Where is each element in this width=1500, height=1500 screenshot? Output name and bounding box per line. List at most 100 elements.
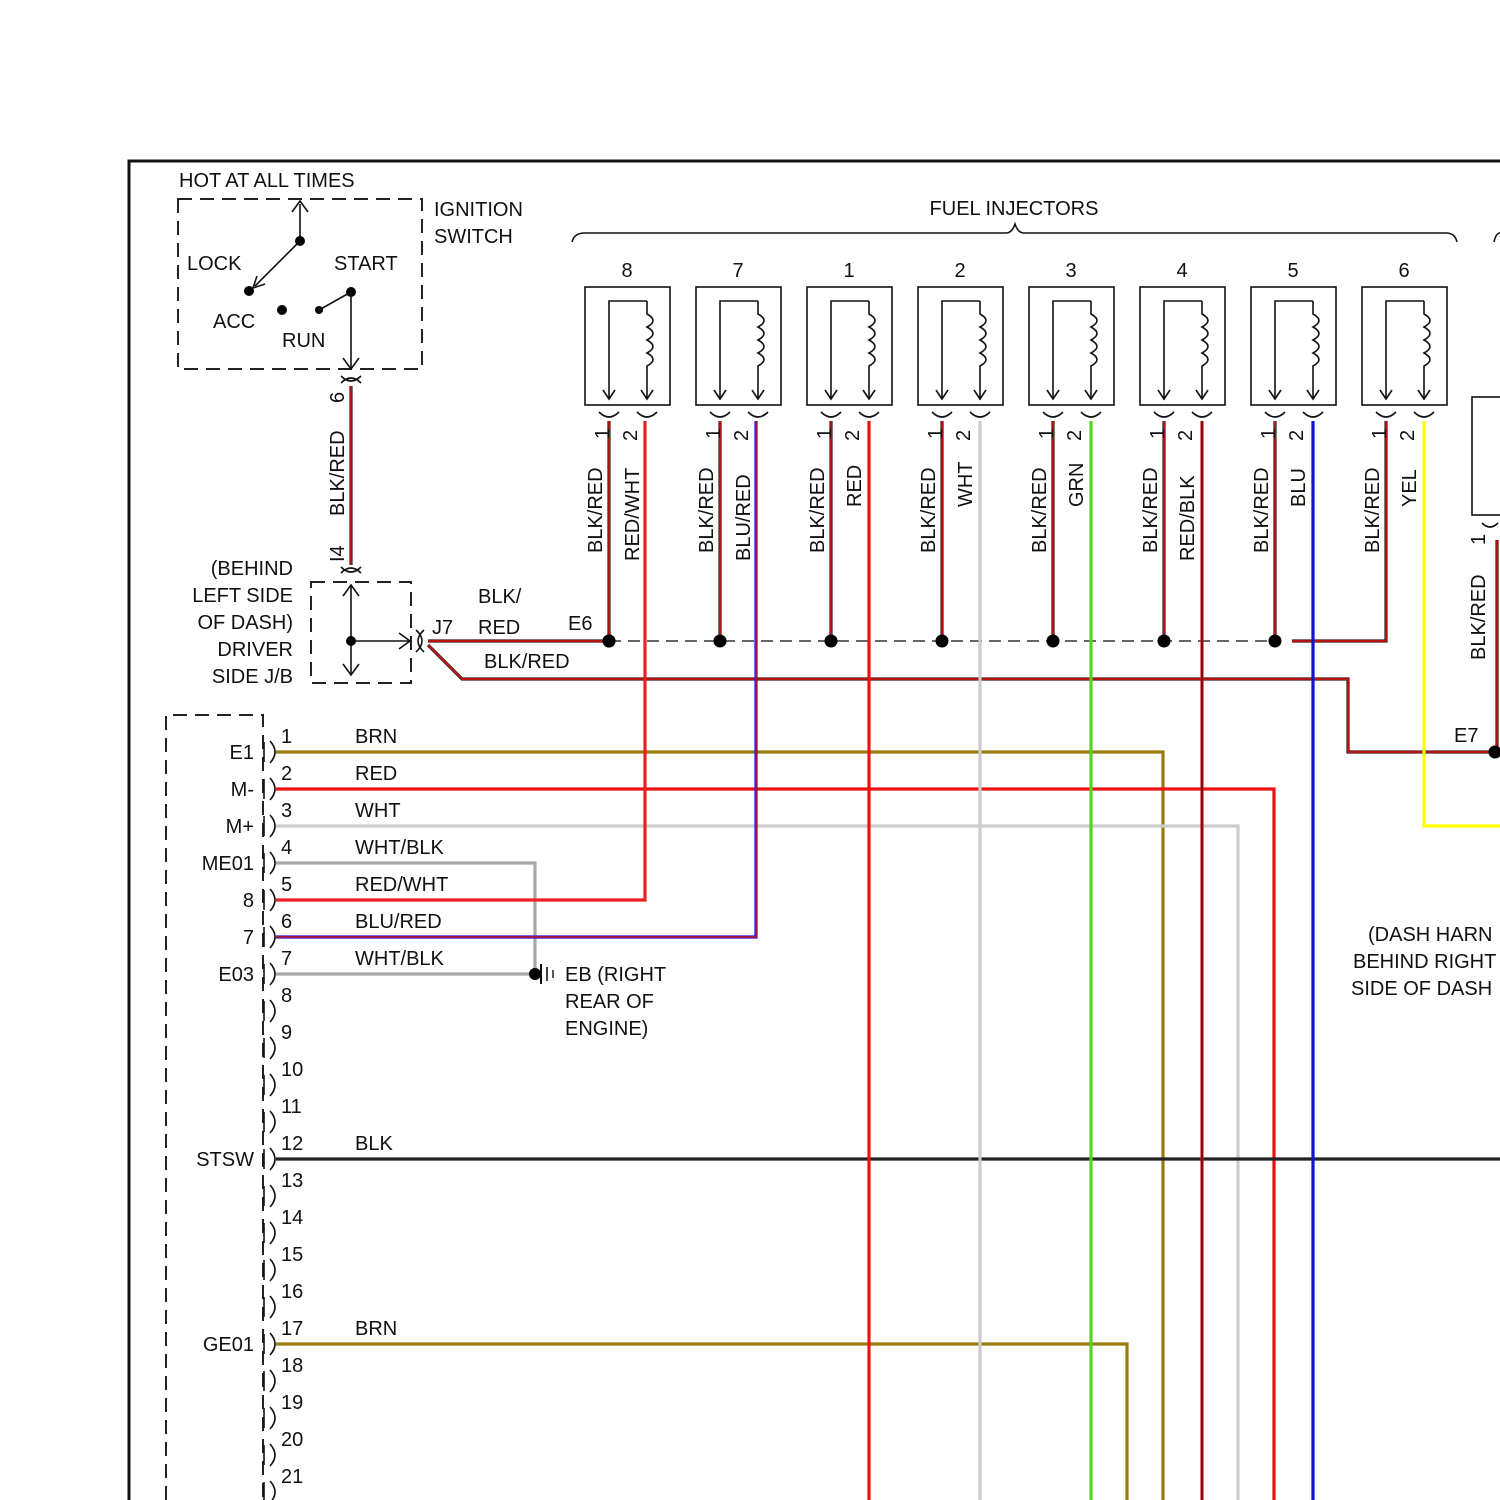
fuel-injector-4-terminal-2 <box>1192 412 1212 417</box>
ecm-pin-17-number: 17 <box>281 1318 303 1340</box>
ecm-pin-19-number: 19 <box>281 1392 303 1414</box>
fuel-injector-7-terminal-1 <box>710 412 730 417</box>
fuel-injector-8-pin-2: 2 <box>620 430 642 441</box>
fuel-injector-8-number: 8 <box>621 260 632 282</box>
fuel-injector-2-wire-2-label: WHT <box>955 461 977 507</box>
fuel-injector-7-wire-2-label: BLU/RED <box>733 474 755 561</box>
ecm-pin-6-number: 6 <box>281 911 292 933</box>
ignition-out-pin: 6 <box>327 392 349 403</box>
ecm-pin-6-terminal <box>270 926 275 948</box>
ecm-pin-11: 11 <box>264 1096 302 1133</box>
ecm-pin-11-terminal <box>270 1111 275 1133</box>
fuel-injectors-header: FUEL INJECTORS <box>572 198 1500 242</box>
ecm-pin-7-number: 7 <box>281 948 292 970</box>
fuel-injector-7-pin-1: 1 <box>703 428 725 439</box>
ignition-run-label: RUN <box>282 330 325 352</box>
fuel-injector-4-wire-2-label: RED/BLK <box>1177 475 1199 561</box>
fuel-injector-3-pin-2: 2 <box>1064 430 1086 441</box>
fuel-injector-3-wire-2-label: GRN <box>1066 463 1088 507</box>
fuel-injector-8-pin-1: 1 <box>592 428 614 439</box>
fuel-injector-1-wire-1-label: BLK/RED <box>807 467 829 553</box>
fuel-injector-3-pin-1: 1 <box>1036 428 1058 439</box>
ecm-pin-19-terminal <box>270 1407 275 1429</box>
ecm-pin-2: 2M- RED <box>231 763 398 801</box>
jb-label-line-2: LEFT SIDE <box>192 585 293 607</box>
ecm-pin-20: 20 <box>264 1429 303 1466</box>
ecm-pin-21-number: 21 <box>281 1466 303 1488</box>
fuel-injector-2: 212BLK/REDWHT <box>918 260 1003 553</box>
splice-e6-label: E6 <box>568 613 592 635</box>
ecm-pin-4-number: 4 <box>281 837 292 859</box>
splice-dot-injector-4 <box>1158 635 1171 648</box>
splice-dot-injector-3 <box>1047 635 1060 648</box>
ecm-pin-2-terminal-name: M- <box>231 779 254 801</box>
ground-eb-dot <box>529 968 541 980</box>
ecm-pin-2-number: 2 <box>281 763 292 785</box>
fuel-injector-6-wire-2-label: YEL <box>1399 469 1421 507</box>
fuel-injector-3-wire-1-label: BLK/RED <box>1029 467 1051 553</box>
ecm-pin-5-wire-label: RED/WHT <box>355 874 448 896</box>
fuel-injector-7-pin-2: 2 <box>731 430 753 441</box>
fuel-injector-1-wire-2-label: RED <box>844 465 866 507</box>
splice-dot-e6 <box>603 635 616 648</box>
jb-wire-upper-line2: RED <box>478 617 520 639</box>
ecm-pin-1-number: 1 <box>281 726 292 748</box>
ecm-pin-17: 17GE01BRN <box>203 1318 397 1356</box>
ground-label-line-2: REAR OF <box>565 991 654 1013</box>
fuel-injector-2-body <box>918 287 1003 405</box>
ecm-pin-12: 12STSWBLK <box>196 1133 393 1171</box>
fuel-injector-7-terminal-2 <box>748 412 768 417</box>
dash-harness-note: (DASH HARN BEHIND RIGHT SIDE OF DASH <box>1351 924 1496 1000</box>
ecm-pin-1-terminal-name: E1 <box>230 742 254 764</box>
fuel-injector-2-wire-1-label: BLK/RED <box>918 467 940 553</box>
fuel-injector-7-wire-1-label: BLK/RED <box>696 467 718 553</box>
ecm-pins-layer: 1E1BRN2M-RED3M+WHT4ME01WHT/BLK58RED/WHT6… <box>196 726 448 1500</box>
splice-dot-injector-5 <box>1269 635 1282 648</box>
ecm-pin-11-number: 11 <box>281 1096 302 1118</box>
ecm-pin-3-terminal-name: M+ <box>226 816 254 838</box>
ecm-pin-6-terminal-name: 7 <box>243 927 254 949</box>
ecm-pin-19: 19 <box>264 1392 303 1429</box>
fuel-injector-3-terminal-2 <box>1081 412 1101 417</box>
fuel-injector-4-body <box>1140 287 1225 405</box>
fuel-injector-1-terminal-2 <box>859 412 879 417</box>
ignition-title-line1: IGNITION <box>434 199 523 221</box>
ecm-pin-1-wire-label: BRN <box>355 726 397 748</box>
jb-label-line-1: (BEHIND <box>211 558 293 580</box>
splice-dot-e7 <box>1489 746 1500 759</box>
jb-label-line-4: DRIVER <box>217 639 293 661</box>
ecm-pin-2-wire-label: RED <box>355 763 397 785</box>
wire-ecm-pin-17 <box>276 1344 1127 1500</box>
fuel-injector-2-number: 2 <box>954 260 965 282</box>
fuel-injector-8: 812BLK/REDRED/WHT <box>585 260 670 561</box>
fuel-injector-5-terminal-1 <box>1265 412 1285 417</box>
ecm-pin-16-terminal <box>270 1296 275 1318</box>
jb-wire-lower: BLK/RED <box>484 651 570 673</box>
fuel-injector-4: 412BLK/REDRED/BLK <box>1140 260 1225 561</box>
junction-block-box <box>311 582 411 683</box>
ecm-pin-17-terminal <box>270 1333 275 1355</box>
ecm-pin-20-number: 20 <box>281 1429 303 1451</box>
ecm-pin-6-wire-label: BLU/RED <box>355 911 442 933</box>
fuel-injector-8-wire-1-label: BLK/RED <box>585 467 607 553</box>
fuel-injector-2-terminal-2 <box>970 412 990 417</box>
ecm-pin-9: 9 <box>264 1022 292 1059</box>
jb-wire-upper-line1: BLK/ <box>478 586 522 608</box>
fuel-injectors-title: FUEL INJECTORS <box>930 198 1099 220</box>
fuel-injector-4-pin-1: 1 <box>1147 428 1169 439</box>
ecm-pin-4-terminal-name: ME01 <box>202 853 254 875</box>
ecm-pin-9-number: 9 <box>281 1022 292 1044</box>
ecm-pin-3-number: 3 <box>281 800 292 822</box>
fuel-injector-6-number: 6 <box>1398 260 1409 282</box>
ecm-pin-3-wire-label: WHT <box>355 800 401 822</box>
fuel-injector-5-number: 5 <box>1287 260 1298 282</box>
ecm-pin-16: 16 <box>264 1281 303 1318</box>
fuel-injector-7-number: 7 <box>732 260 743 282</box>
fuel-injector-4-number: 4 <box>1176 260 1187 282</box>
ecm-pin-1: 1E1 BRN <box>230 726 398 764</box>
ecm-pin-2-terminal <box>270 778 275 800</box>
ecm-pin-7-terminal-name: E03 <box>218 964 254 986</box>
ecm-pin-6: 6 7 BLU/RED <box>243 911 442 949</box>
fuel-injector-5-pin-2: 2 <box>1286 430 1308 441</box>
